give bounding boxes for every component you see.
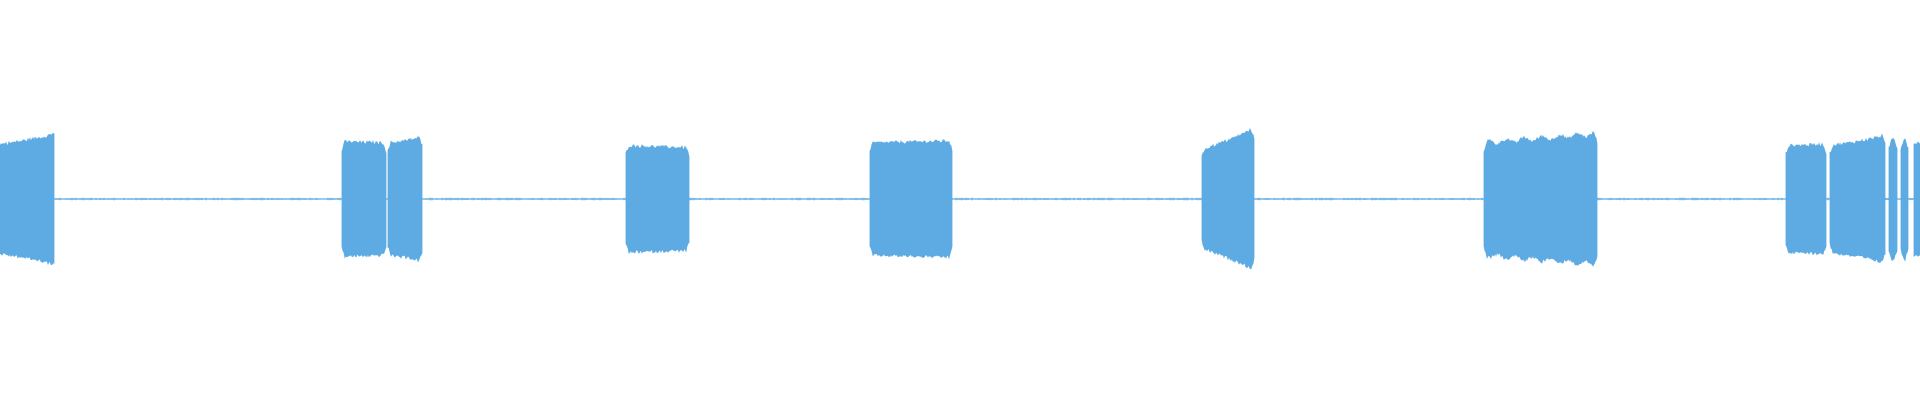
waveform-segment-8 xyxy=(1785,142,1827,256)
waveform-segment-10 xyxy=(1888,138,1898,262)
waveform-segment-5 xyxy=(869,139,953,260)
waveform-segment-1 xyxy=(0,132,55,266)
waveform-segment-2 xyxy=(341,139,387,259)
waveform-segment-4 xyxy=(625,144,690,254)
waveform-segment-3 xyxy=(387,136,423,263)
waveform-segment-6 xyxy=(1201,127,1255,270)
waveform-segment-11 xyxy=(1900,138,1909,262)
waveform-segment-7 xyxy=(1483,131,1598,267)
waveform-segment-12 xyxy=(1913,141,1920,258)
waveform-segment-9 xyxy=(1829,133,1886,263)
